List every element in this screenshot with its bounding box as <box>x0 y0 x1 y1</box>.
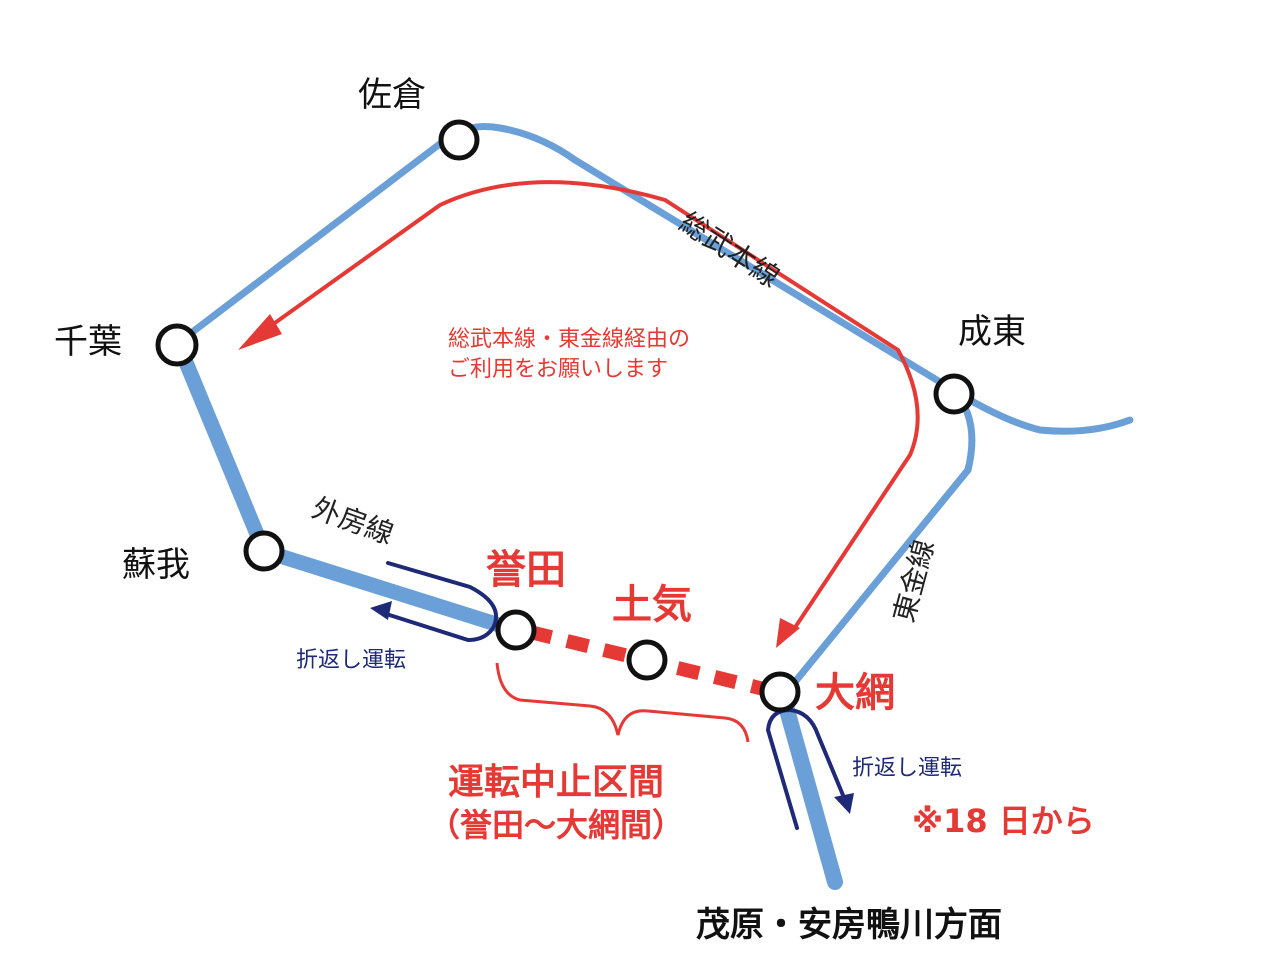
station-honda <box>495 609 537 651</box>
turnback-arrow-oami <box>765 707 847 830</box>
togane-line-track <box>786 389 976 692</box>
station-label-soga: 蘇我 <box>122 545 190 585</box>
detour-arrowhead-west <box>238 314 282 350</box>
turnback-label-oami: 折返し運転 <box>852 756 963 781</box>
station-label-honda: 誉田 <box>486 547 566 593</box>
sobu-line-track <box>174 123 1134 435</box>
station-soga <box>243 530 285 572</box>
station-label-oami: 大網 <box>815 670 895 716</box>
station-naruto <box>933 373 975 415</box>
direction-label: 茂原・安房鴨川方面 <box>696 905 1002 945</box>
turnback-arrowhead-oami <box>834 793 854 814</box>
station-label-naruto: 成東 <box>958 312 1026 352</box>
station-oami <box>759 671 801 713</box>
turnback-label-honda: 折返し運転 <box>296 648 407 673</box>
closed-section-label: 運転中止区間 （誉田～大網間） <box>428 760 684 845</box>
closed-section-title: 運転中止区間 <box>448 762 665 803</box>
turnback-arrow-honda <box>378 561 499 643</box>
closed-section-range: （誉田～大網間） <box>428 806 685 844</box>
station-sakura <box>438 119 480 161</box>
start-date-note: ※18 日から <box>912 802 1095 840</box>
detour-arrowhead-south <box>776 618 800 648</box>
sotobo-line-south-track <box>774 684 843 890</box>
station-label-sakura: 佐倉 <box>358 75 426 115</box>
station-label-toke: 土気 <box>612 582 692 628</box>
station-label-chiba: 千葉 <box>54 322 122 362</box>
detour-note-line1: 総武本線・東金線経由の <box>448 327 691 352</box>
detour-arrow <box>256 180 920 634</box>
turnback-arrowhead-honda <box>370 601 392 620</box>
closed-section-bracket <box>495 662 750 743</box>
detour-note-line2: ご利用をお願いします <box>448 356 669 382</box>
station-chiba <box>155 323 199 367</box>
station-toke <box>626 639 668 681</box>
detour-note: 総武本線・東金線経由の ご利用をお願いします <box>448 325 690 384</box>
